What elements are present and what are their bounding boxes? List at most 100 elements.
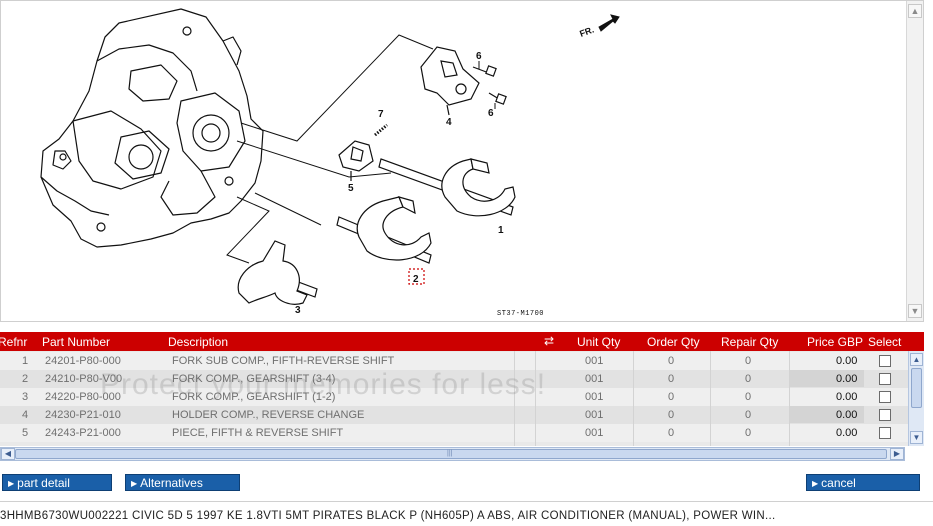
cell-price: 0.00 [836,427,858,439]
cell-part-number: 24210-P80-V00 [45,373,123,385]
cell-repair-qty[interactable]: 0 [745,427,752,439]
price-cell-bg [790,388,864,405]
cancel-label: cancel [821,476,856,490]
shift-fork-2-drawing [336,196,432,264]
part-detail-label: part detail [17,476,70,490]
table-horizontal-scrollbar[interactable]: ◀ ||| ▶ [0,447,905,461]
table-row[interactable]: 2 24210-P80-V00 FORK COMP., GEARSHIFT (3… [0,370,908,388]
scrollbar-thumb[interactable] [911,368,922,408]
shift-fork-3-drawing [237,240,318,305]
cell-order-qty[interactable]: 0 [668,373,675,385]
callout-2: 2 [413,274,419,285]
callout-7: 7 [378,109,384,120]
callout-1: 1 [498,225,504,236]
diagram-code: ST37-M1700 [497,310,544,318]
diagram-vertical-scrollbar[interactable]: ▲ ▼ [906,1,923,321]
cell-unit-qty: 001 [585,409,604,421]
cell-order-qty[interactable]: 0 [668,409,675,421]
select-checkbox[interactable] [879,373,891,385]
cell-order-qty[interactable]: 0 [668,427,675,439]
column-header-repair-qty[interactable]: Repair Qty [721,335,779,349]
cell-description: FORK COMP., GEARSHIFT (3-4) [172,373,336,385]
cell-description: HOLDER COMP., REVERSE CHANGE [172,409,365,421]
cell-unit-qty: 001 [585,373,604,385]
leader-line [254,192,322,226]
column-header-refnr[interactable]: Refnr [0,335,28,349]
part-detail-button[interactable]: ▶part detail [2,474,112,491]
cell-part-number: 24201-P80-000 [45,355,121,367]
column-resize-cursor-icon: ⇄ [544,334,555,348]
table-row[interactable]: 1 24201-P80-000 FORK SUB COMP., FIFTH-RE… [0,352,908,370]
cell-price: 0.00 [836,391,858,403]
column-header-unit-qty[interactable]: Unit Qty [577,335,621,349]
cell-unit-qty: 001 [585,355,604,367]
scroll-up-arrow-icon[interactable]: ▲ [910,353,923,366]
holder-4-drawing [420,46,480,116]
scroll-down-arrow-icon[interactable]: ▼ [908,304,922,318]
leader-line [240,34,434,142]
parts-table-body: 1 24201-P80-000 FORK SUB COMP., FIFTH-RE… [0,351,908,446]
leader-line [236,140,392,178]
transmission-case-drawing [40,8,264,248]
column-header-select[interactable]: Select [868,335,902,349]
selected-callout-highlight [408,268,425,285]
column-divider [514,351,515,446]
alternatives-button[interactable]: ▶Alternatives [125,474,240,491]
vehicle-info-bar: 3HHMB6730WU002221 CIVIC 5D 5 1997 KE 1.8… [0,501,933,526]
column-divider [633,351,634,446]
cell-order-qty[interactable]: 0 [668,355,675,367]
callout-5: 5 [348,183,354,194]
callout-6: 6 [488,108,494,119]
price-cell-bg [790,406,864,423]
exploded-diagram-pane[interactable]: FR. 1 2 3 4 5 6 6 7 ST37-M1700 ▲ ▼ [0,0,924,322]
scrollbar-grip-icon: ||| [447,450,453,457]
select-checkbox[interactable] [879,409,891,421]
cell-part-number: 24243-P21-000 [45,427,121,439]
cell-repair-qty[interactable]: 0 [745,373,752,385]
alternatives-label: Alternatives [140,476,203,490]
cell-refnr: 1 [22,355,29,367]
callout-4: 4 [446,117,452,128]
select-checkbox[interactable] [879,355,891,367]
column-header-order-qty[interactable]: Order Qty [647,335,700,349]
table-row[interactable]: 4 24230-P21-010 HOLDER COMP., REVERSE CH… [0,406,908,424]
play-triangle-icon: ▶ [131,479,138,488]
scroll-down-arrow-icon[interactable]: ▼ [910,431,923,444]
callout-6: 6 [476,51,482,62]
cell-part-number: 24220-P80-000 [45,391,121,403]
table-row[interactable]: 3 24220-P80-000 FORK COMP., GEARSHIFT (1… [0,388,908,406]
piece-5-drawing [338,140,374,181]
cell-unit-qty: 001 [585,427,604,439]
price-cell-bg [790,352,864,369]
cell-part-number: 24230-P21-010 [45,409,121,421]
cell-order-qty[interactable]: 0 [668,391,675,403]
front-arrow-icon [598,14,620,32]
table-row[interactable]: 5 24243-P21-000 PIECE, FIFTH & REVERSE S… [0,424,908,442]
select-checkbox[interactable] [879,427,891,439]
scroll-left-arrow-icon[interactable]: ◀ [1,448,15,460]
column-divider [710,351,711,446]
cell-repair-qty[interactable]: 0 [745,355,752,367]
column-header-part-number[interactable]: Part Number [42,335,111,349]
cell-repair-qty[interactable]: 0 [745,391,752,403]
price-cell-bg [790,424,864,441]
cell-description: FORK COMP., GEARSHIFT (1-2) [172,391,336,403]
cell-description: FORK SUB COMP., FIFTH-REVERSE SHIFT [172,355,395,367]
bolt-6-drawing [472,65,507,105]
cell-refnr: 5 [22,427,29,439]
table-vertical-scrollbar[interactable]: ▲ ▼ [908,351,924,446]
cancel-button[interactable]: ▶cancel [806,474,920,491]
cell-price: 0.00 [836,373,858,385]
column-header-description[interactable]: Description [168,335,229,349]
scroll-up-arrow-icon[interactable]: ▲ [908,4,922,18]
scrollbar-thumb[interactable] [15,449,887,459]
leader-line [226,196,270,264]
cell-unit-qty: 001 [585,391,604,403]
scroll-right-arrow-icon[interactable]: ▶ [890,448,904,460]
select-checkbox[interactable] [879,391,891,403]
cell-repair-qty[interactable]: 0 [745,409,752,421]
spring-7-drawing [374,123,388,137]
cell-refnr: 2 [22,373,29,385]
column-header-price[interactable]: Price GBP [807,335,864,349]
